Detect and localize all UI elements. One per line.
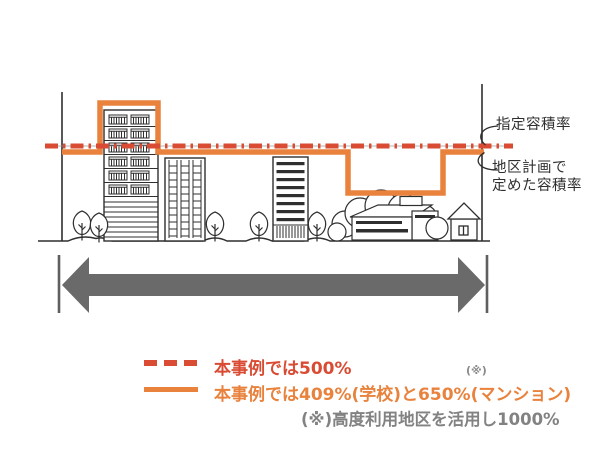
span-arrow bbox=[57, 255, 489, 313]
legend-note-mark: (※) bbox=[466, 364, 487, 377]
district-far-label-line2: 定めた容積率 bbox=[492, 177, 582, 194]
building-grid bbox=[164, 157, 206, 242]
school-cluster bbox=[327, 189, 449, 242]
designated-far-label: 指定容積率 bbox=[496, 117, 571, 133]
legend-footnote: (※)高度利用地区を活用し1000% bbox=[301, 410, 560, 429]
diagram-illustration bbox=[38, 84, 513, 313]
house bbox=[446, 202, 482, 241]
district-plan-far-line bbox=[62, 100, 484, 196]
legend-designated-text: 本事例では500% bbox=[214, 359, 352, 379]
building-striped bbox=[272, 156, 309, 242]
legend-orange-solid-swatch bbox=[144, 387, 198, 392]
callout-curve-district bbox=[477, 151, 499, 171]
legend-red-dashed-swatch bbox=[144, 360, 197, 366]
district-far-label-line1: 地区計画で bbox=[492, 160, 567, 176]
building-mansion bbox=[103, 109, 159, 242]
legend-district-text: 本事例では409%(学校)と650%(マンション) bbox=[214, 385, 572, 405]
district-far-label: 地区計画で 定めた容積率 bbox=[492, 160, 582, 195]
callout-curve-designated bbox=[480, 125, 499, 146]
